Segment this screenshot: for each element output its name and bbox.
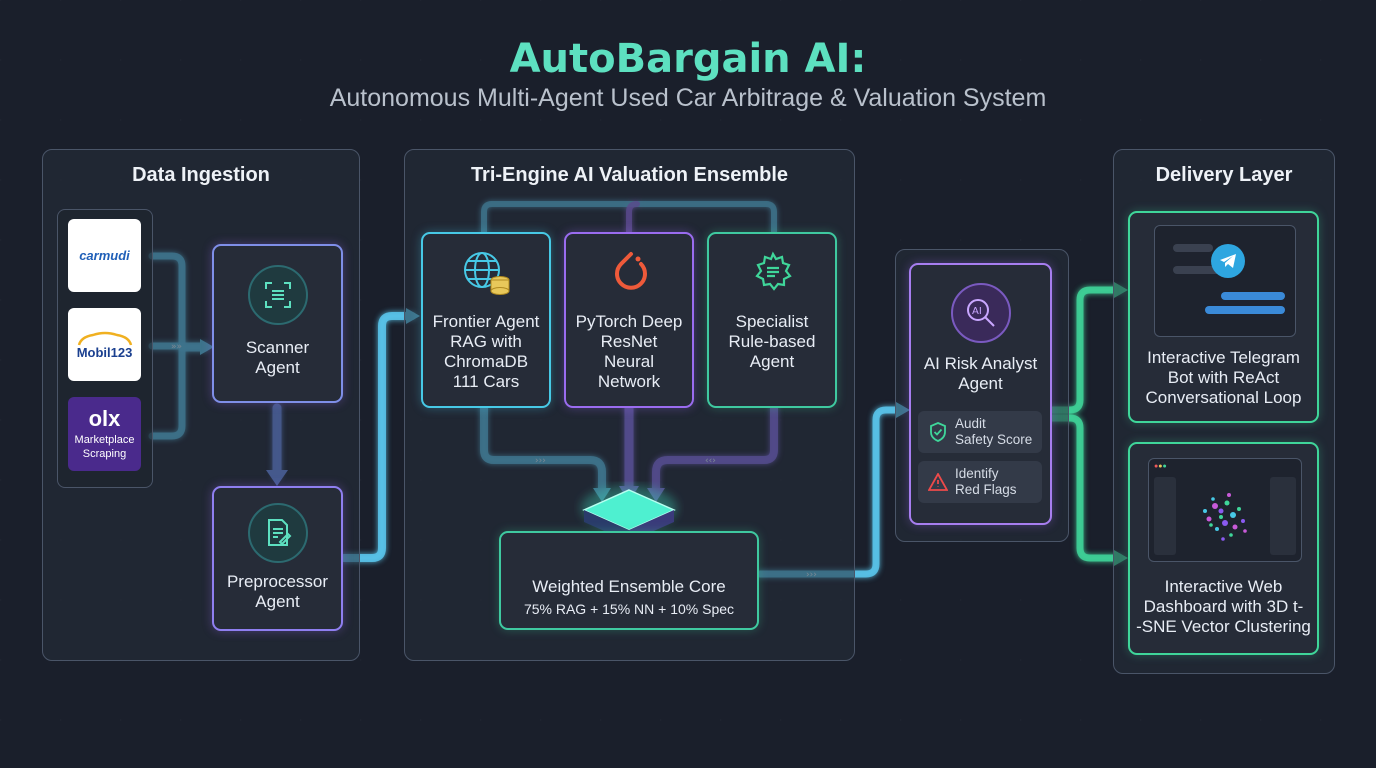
dashboard-side-panel bbox=[1270, 477, 1296, 555]
dashboard-line-2: Dashboard with 3D t- bbox=[1143, 597, 1304, 616]
core-title: Weighted Ensemble Core bbox=[532, 577, 726, 596]
weighted-ensemble-core-card: Weighted Ensemble Core 75% RAG + 15% NN … bbox=[499, 531, 759, 630]
page-title: AutoBargain AI: bbox=[509, 36, 867, 82]
preview-reply-bubble bbox=[1205, 306, 1285, 314]
source-olx: olx Marketplace Scraping bbox=[68, 397, 141, 471]
preprocessor-label-1: Preprocessor bbox=[226, 572, 329, 591]
frontier-line-2: RAG with bbox=[450, 332, 522, 351]
svg-text:AI: AI bbox=[972, 306, 982, 317]
frontier-agent-card: Frontier Agent RAG with ChromaDB 111 Car… bbox=[421, 232, 551, 408]
telegram-preview bbox=[1154, 225, 1296, 337]
scanner-icon bbox=[247, 265, 308, 325]
olx-logo: olx bbox=[88, 405, 121, 431]
audit-line-2: Safety Score bbox=[955, 432, 1033, 447]
audit-line-1: Audit bbox=[955, 416, 986, 431]
panel-title-delivery: Delivery Layer bbox=[1155, 164, 1293, 186]
page-subtitle: Autonomous Multi-Agent Used Car Arbitrag… bbox=[329, 84, 1047, 112]
connector-preprocessor-ensemble bbox=[340, 312, 416, 562]
olx-caption: Marketplace Scraping bbox=[74, 433, 135, 460]
shield-check-icon bbox=[927, 422, 949, 442]
globe-database-icon bbox=[464, 252, 510, 295]
document-edit-icon bbox=[247, 503, 308, 563]
dashboard-line-1: Interactive Web bbox=[1164, 577, 1283, 596]
tsne-cluster-plot bbox=[1203, 493, 1247, 541]
preprocessor-label-2: Agent bbox=[255, 592, 300, 611]
telegram-line-2: Bot with ReAct bbox=[1167, 368, 1280, 387]
pytorch-line-1: PyTorch Deep bbox=[575, 312, 683, 331]
scanner-label-2: Agent bbox=[255, 358, 300, 377]
flags-line-1: Identify bbox=[955, 466, 999, 481]
pytorch-line-2: ResNet bbox=[600, 332, 658, 351]
window-controls: ●●● bbox=[1154, 463, 1167, 470]
preview-message-bubble bbox=[1173, 244, 1213, 252]
telegram-bot-card: Interactive Telegram Bot with ReAct Conv… bbox=[1128, 211, 1319, 423]
mobil123-car-outline-icon bbox=[77, 331, 132, 346]
dashboard-line-3: -SNE Vector Clustering bbox=[1136, 617, 1311, 636]
pytorch-icon bbox=[615, 252, 647, 290]
dashboard-preview: ●●● bbox=[1148, 458, 1302, 562]
panel-title-ensemble: Tri-Engine AI Valuation Ensemble bbox=[470, 164, 789, 186]
flags-line-2: Red Flags bbox=[955, 482, 1017, 497]
connector-risk-dashboard bbox=[1048, 414, 1124, 562]
dashboard-sidebar bbox=[1154, 477, 1176, 555]
pytorch-line-3: Neural bbox=[603, 352, 655, 371]
risk-title-2: Agent bbox=[958, 374, 1003, 393]
carmudi-logo: carmudi bbox=[79, 248, 130, 263]
telegram-line-3: Conversational Loop bbox=[1145, 388, 1302, 407]
telegram-icon bbox=[1211, 244, 1245, 278]
web-dashboard-card: ●●● Interactive Web Dashboard with 3D t-… bbox=[1128, 442, 1319, 655]
frontier-line-4: 111 Cars bbox=[452, 372, 520, 391]
core-formula: 75% RAG + 15% NN + 10% Spec bbox=[523, 601, 735, 617]
frontier-line-1: Frontier Agent bbox=[432, 312, 540, 331]
pytorch-network-card: PyTorch Deep ResNet Neural Network bbox=[564, 232, 694, 408]
preprocessor-agent-card: Preprocessor Agent bbox=[212, 486, 343, 631]
ai-magnifier-icon: AI bbox=[950, 283, 1011, 343]
preview-reply-bubble bbox=[1221, 292, 1285, 300]
telegram-line-1: Interactive Telegram bbox=[1147, 348, 1300, 367]
connector-core-risk bbox=[756, 406, 904, 578]
connector-risk-telegram bbox=[1048, 286, 1124, 414]
scanner-label-1: Scanner bbox=[245, 338, 310, 357]
gear-icon bbox=[755, 251, 792, 291]
source-carmudi: carmudi bbox=[68, 219, 141, 292]
scanner-agent-card: Scanner Agent bbox=[212, 244, 343, 403]
mobil123-logo: Mobil123 bbox=[76, 345, 133, 360]
specialist-line-1: Specialist bbox=[735, 312, 809, 331]
specialist-line-3: Agent bbox=[749, 352, 795, 371]
preview-message-bubble bbox=[1173, 266, 1233, 274]
specialist-agent-card: Specialist Rule-based Agent bbox=[707, 232, 837, 408]
frontier-line-3: ChromaDB bbox=[443, 352, 529, 371]
pytorch-line-4: Network bbox=[597, 372, 661, 391]
source-mobil123: Mobil123 bbox=[68, 308, 141, 381]
warning-icon bbox=[927, 473, 949, 491]
panel-title-ingestion: Data Ingestion bbox=[132, 164, 270, 186]
specialist-line-2: Rule-based bbox=[728, 332, 816, 351]
risk-title-1: AI Risk Analyst bbox=[923, 354, 1038, 373]
